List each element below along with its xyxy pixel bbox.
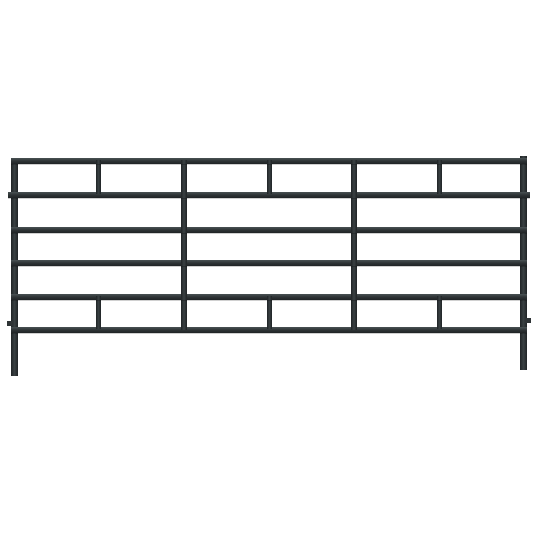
vertical-dividers [181, 160, 357, 330]
nub-right [525, 318, 531, 323]
top-stays [96, 160, 442, 194]
top-stay-1 [96, 160, 101, 194]
rail-6 [11, 327, 527, 333]
bottom-stays [96, 296, 442, 329]
divider-2 [351, 160, 357, 330]
rail-3 [11, 227, 527, 233]
rail-2 [8, 192, 530, 198]
divider-1 [181, 160, 187, 330]
top-stay-3 [437, 160, 442, 194]
bottom-stay-2 [267, 296, 272, 329]
rail-shadows [8, 164, 530, 334]
top-stay-2 [267, 160, 272, 194]
bottom-stay-1 [96, 296, 101, 329]
nub-left [7, 321, 13, 326]
left-post [11, 158, 18, 376]
bottom-stay-3 [437, 296, 442, 329]
rail-4 [11, 260, 527, 266]
